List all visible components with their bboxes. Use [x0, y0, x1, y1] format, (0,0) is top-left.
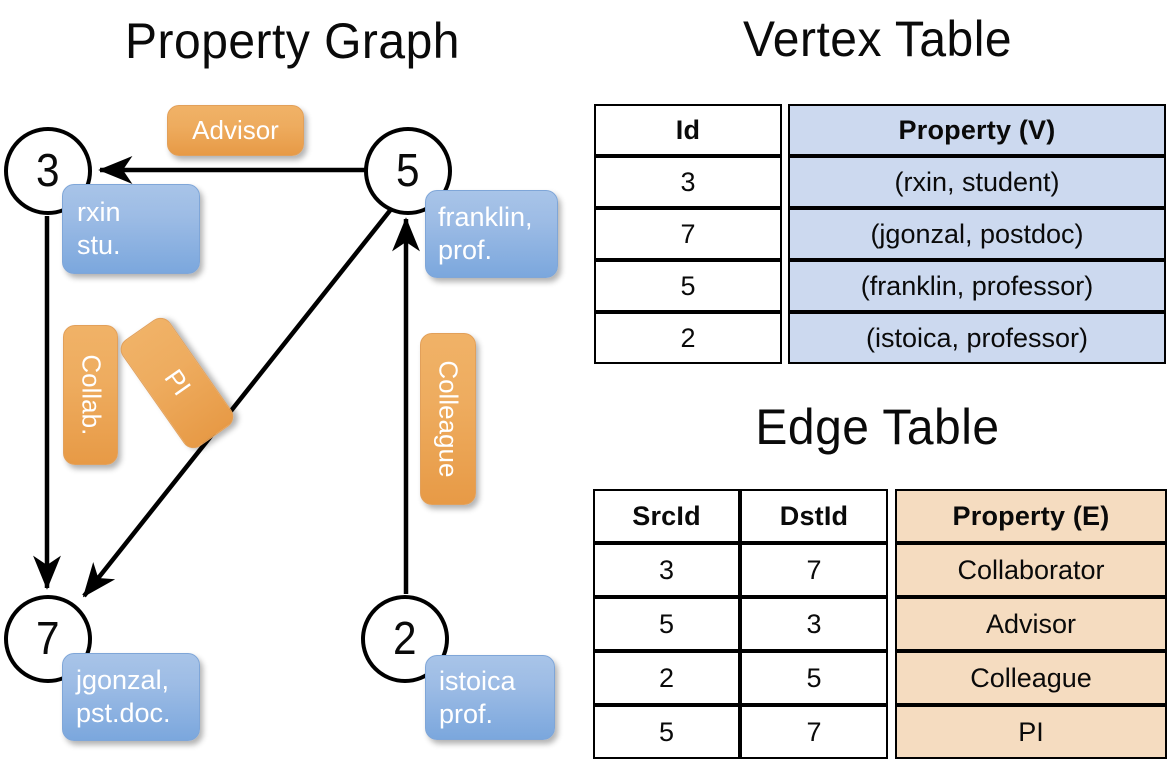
table-row[interactable]: 3 (rxin, student)	[594, 156, 1166, 208]
edge-table-cell-property: PI	[895, 705, 1167, 759]
graph-vertex-3-id: 3	[36, 144, 60, 196]
edge-table-col-srcid: SrcId	[593, 489, 740, 543]
page-title-edge-table: Edge Table	[755, 399, 1000, 455]
vertex-property-pill-jgonzal[interactable]: jgonzal, pst.doc.	[62, 653, 200, 741]
edge-table-cell-property: Collaborator	[895, 543, 1167, 597]
edge-table-cell-dstid: 5	[740, 651, 888, 705]
edge-table-col-gap	[888, 489, 895, 543]
edge-table-cell-srcid: 3	[593, 543, 740, 597]
page-title-vertex-table: Vertex Table	[742, 11, 1013, 67]
edge-label-pill-pi-label: PI	[158, 363, 198, 402]
vertex-table-cell-id: 3	[594, 156, 782, 208]
edge-label-pill-advisor-label: Advisor	[192, 114, 279, 145]
property-graph-diagram: 3 5 7 2 rxin stu. franklin, prof. jgonza…	[4, 105, 558, 741]
table-row[interactable]: 5 7 PI	[593, 705, 1167, 759]
vertex-property-pill-jgonzal-label: jgonzal, pst.doc.	[76, 665, 171, 728]
vertex-table-cell-gap	[782, 156, 788, 208]
graph-vertex-7-id: 7	[36, 612, 60, 664]
edge-table-cell-dstid: 7	[740, 705, 888, 759]
edge-table-cell-gap	[888, 651, 895, 705]
vertex-table-cell-id: 2	[594, 312, 782, 364]
edge-table-cell-srcid: 5	[593, 705, 740, 759]
vertex-table-cell-id: 5	[594, 260, 782, 312]
vertex-table-cell-gap	[782, 208, 788, 260]
table-row[interactable]: 3 7 Collaborator	[593, 543, 1167, 597]
graph-vertex-2[interactable]: 2	[361, 595, 449, 683]
vertex-table: Id Property (V) 3 (rxin, student) 7 (jgo…	[594, 104, 1166, 364]
page-title-property-graph: Property Graph	[125, 13, 460, 69]
vertex-property-pill-franklin[interactable]: franklin, prof.	[425, 190, 558, 278]
vertex-table-cell-property: (franklin, professor)	[788, 260, 1166, 312]
edge-table-header-row: SrcId DstId Property (E)	[593, 489, 1167, 543]
vertex-table-header-row: Id Property (V)	[594, 104, 1166, 156]
table-row[interactable]: 5 3 Advisor	[593, 597, 1167, 651]
graph-vertex-5-id: 5	[396, 144, 420, 196]
vertex-property-pill-rxin[interactable]: rxin stu.	[62, 184, 200, 274]
vertex-property-pill-istoica-label: istoica prof.	[439, 665, 516, 729]
edge-table-col-property: Property (E)	[895, 489, 1167, 543]
edge-table-cell-dstid: 3	[740, 597, 888, 651]
vertex-table-col-id: Id	[594, 104, 782, 156]
table-row[interactable]: 2 (istoica, professor)	[594, 312, 1166, 364]
table-row[interactable]: 5 (franklin, professor)	[594, 260, 1166, 312]
edge-label-pill-collab[interactable]: Collab.	[63, 325, 118, 465]
edge-table-cell-property: Advisor	[895, 597, 1167, 651]
vertex-table-cell-id: 7	[594, 208, 782, 260]
vertex-property-pill-istoica[interactable]: istoica prof.	[425, 655, 555, 740]
edge-table-cell-srcid: 5	[593, 597, 740, 651]
edge-5-to-7	[82, 206, 394, 598]
vertex-table-col-property: Property (V)	[788, 104, 1166, 156]
table-row[interactable]: 2 5 Colleague	[593, 651, 1167, 705]
vertex-property-pill-franklin-label: franklin, prof.	[438, 202, 533, 265]
edge-label-pill-colleague-label: Colleague	[433, 360, 464, 478]
edge-label-pill-colleague[interactable]: Colleague	[420, 333, 476, 505]
edge-label-pill-collab-label: Collab.	[76, 354, 107, 436]
edge-table-cell-srcid: 2	[593, 651, 740, 705]
edge-table: SrcId DstId Property (E) 3 7 Collaborato…	[593, 489, 1167, 759]
edge-table-cell-gap	[888, 543, 895, 597]
graph-edges-svg	[33, 156, 420, 598]
edge-label-pill-advisor[interactable]: Advisor	[167, 105, 304, 156]
edge-table-cell-gap	[888, 597, 895, 651]
vertex-table-cell-property: (rxin, student)	[788, 156, 1166, 208]
edge-table-cell-dstid: 7	[740, 543, 888, 597]
vertex-table-cell-property: (jgonzal, postdoc)	[788, 208, 1166, 260]
table-row[interactable]: 7 (jgonzal, postdoc)	[594, 208, 1166, 260]
edge-table-col-dstid: DstId	[740, 489, 888, 543]
graph-vertex-5[interactable]: 5	[364, 127, 452, 215]
vertex-property-pill-rxin-label: rxin stu.	[77, 197, 121, 260]
vertex-table-cell-gap	[782, 260, 788, 312]
vertex-table-col-gap	[782, 104, 788, 156]
vertex-table-cell-gap	[782, 312, 788, 364]
graph-vertex-2-id: 2	[393, 612, 417, 664]
edge-table-cell-gap	[888, 705, 895, 759]
edge-table-cell-property: Colleague	[895, 651, 1167, 705]
vertex-table-cell-property: (istoica, professor)	[788, 312, 1166, 364]
